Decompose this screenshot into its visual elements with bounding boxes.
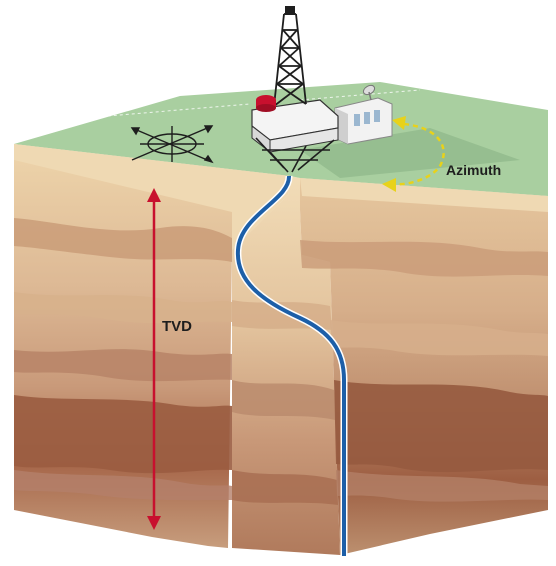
stratum-band <box>336 470 548 502</box>
stratum-band <box>232 470 338 505</box>
satellite-dish-icon <box>362 84 376 101</box>
tvd-arrow <box>147 188 161 530</box>
stratum-band <box>14 292 232 324</box>
surface-reference-line <box>299 89 421 101</box>
stratum-band <box>232 380 335 420</box>
compass-rose-icon <box>130 125 214 164</box>
azimuth-label: Azimuth <box>446 162 501 178</box>
wellbore-path <box>235 175 346 556</box>
surface-reference-line <box>59 103 251 121</box>
drilling-rig-icon <box>251 6 339 173</box>
rig-shadow <box>300 128 520 178</box>
stratum-band <box>330 320 548 356</box>
azimuth-arrow <box>389 122 445 186</box>
azimuth-arrowhead <box>392 116 406 130</box>
stratum-band <box>14 395 232 474</box>
stratum-band <box>334 380 548 473</box>
stratum-band <box>14 218 232 262</box>
topsoil-rim-left <box>14 144 290 250</box>
stratum-band <box>14 470 232 501</box>
stratum-band <box>300 240 548 277</box>
tvd-label: TVD <box>162 318 192 335</box>
topsoil-rim-right <box>300 178 548 212</box>
cut-earth-face <box>232 176 340 555</box>
stratum-band <box>14 349 232 382</box>
azimuth-arrowhead <box>382 178 396 192</box>
